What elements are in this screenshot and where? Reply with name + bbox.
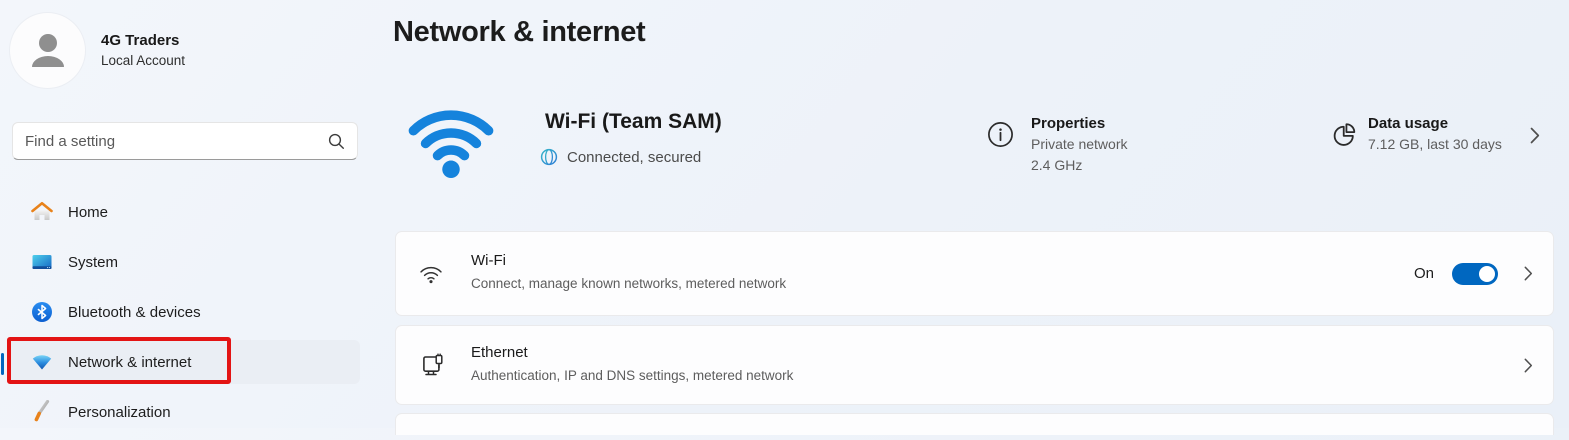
data-usage-block[interactable]: Data usage 7.12 GB, last 30 days — [1368, 113, 1502, 155]
next-settings-row-partial[interactable] — [395, 413, 1554, 435]
chevron-right-icon[interactable] — [1524, 358, 1533, 373]
sidebar-item-label: Personalization — [68, 403, 171, 421]
wifi-row-title: Wi-Fi — [471, 252, 506, 269]
properties-band: 2.4 GHz — [1031, 157, 1083, 173]
search-input[interactable] — [25, 132, 328, 150]
ethernet-icon — [418, 351, 446, 379]
avatar — [10, 13, 85, 88]
wifi-signal-icon — [394, 92, 508, 187]
sidebar-item-system[interactable]: System — [0, 240, 360, 284]
profile-account-type: Local Account — [101, 53, 186, 68]
settings-sidebar: 4G Traders Local Account Home — [0, 0, 378, 428]
chevron-right-icon[interactable] — [1530, 127, 1540, 149]
sidebar-nav: Home System — [0, 190, 378, 440]
pie-chart-icon — [1330, 122, 1357, 154]
data-usage-detail: 7.12 GB, last 30 days — [1368, 136, 1502, 152]
sidebar-item-label: Home — [68, 203, 109, 221]
person-icon — [31, 33, 64, 67]
system-icon — [30, 250, 54, 274]
properties-network-type: Private network — [1031, 136, 1128, 152]
toggle-state-label: On — [1413, 265, 1434, 282]
bluetooth-icon — [30, 300, 54, 324]
info-icon — [987, 121, 1014, 153]
wifi-row-subtitle: Connect, manage known networks, metered … — [471, 276, 787, 291]
personalization-icon — [30, 400, 54, 424]
search-icon — [328, 133, 345, 149]
ethernet-row-subtitle: Authentication, IP and DNS settings, met… — [471, 368, 794, 383]
chevron-right-icon[interactable] — [1524, 266, 1533, 281]
data-usage-title: Data usage — [1368, 115, 1449, 132]
sidebar-item-label: Bluetooth & devices — [68, 303, 201, 321]
ethernet-row-title: Ethernet — [471, 344, 528, 361]
sidebar-item-bluetooth-devices[interactable]: Bluetooth & devices — [0, 290, 360, 334]
home-icon — [30, 200, 54, 224]
selected-accent-pill — [1, 353, 4, 375]
sidebar-item-personalization[interactable]: Personalization — [0, 390, 360, 434]
properties-title: Properties — [1031, 115, 1106, 132]
page-title: Network & internet — [393, 16, 646, 48]
status-text: Connected, secured — [567, 148, 702, 166]
sidebar-item-label: Network & internet — [68, 353, 192, 371]
user-profile[interactable]: 4G Traders Local Account — [10, 13, 185, 88]
search-box[interactable] — [12, 122, 358, 160]
properties-block[interactable]: Properties Private network 2.4 GHz — [1031, 113, 1127, 176]
network-icon — [30, 350, 54, 374]
connection-status: Connected, secured — [540, 148, 701, 166]
wifi-icon — [418, 263, 444, 285]
toggle-knob — [1479, 265, 1495, 282]
sidebar-item-network-internet[interactable]: Network & internet — [8, 340, 360, 384]
globe-icon — [540, 148, 558, 166]
profile-name: 4G Traders — [101, 32, 180, 49]
ethernet-settings-row[interactable]: Ethernet Authentication, IP and DNS sett… — [395, 325, 1554, 405]
sidebar-item-home[interactable]: Home — [0, 190, 360, 234]
sidebar-item-label: System — [68, 253, 119, 271]
wifi-settings-row[interactable]: Wi-Fi Connect, manage known networks, me… — [395, 231, 1554, 316]
connected-network-name: Wi-Fi (Team SAM) — [545, 110, 722, 133]
wifi-toggle[interactable] — [1452, 262, 1498, 285]
